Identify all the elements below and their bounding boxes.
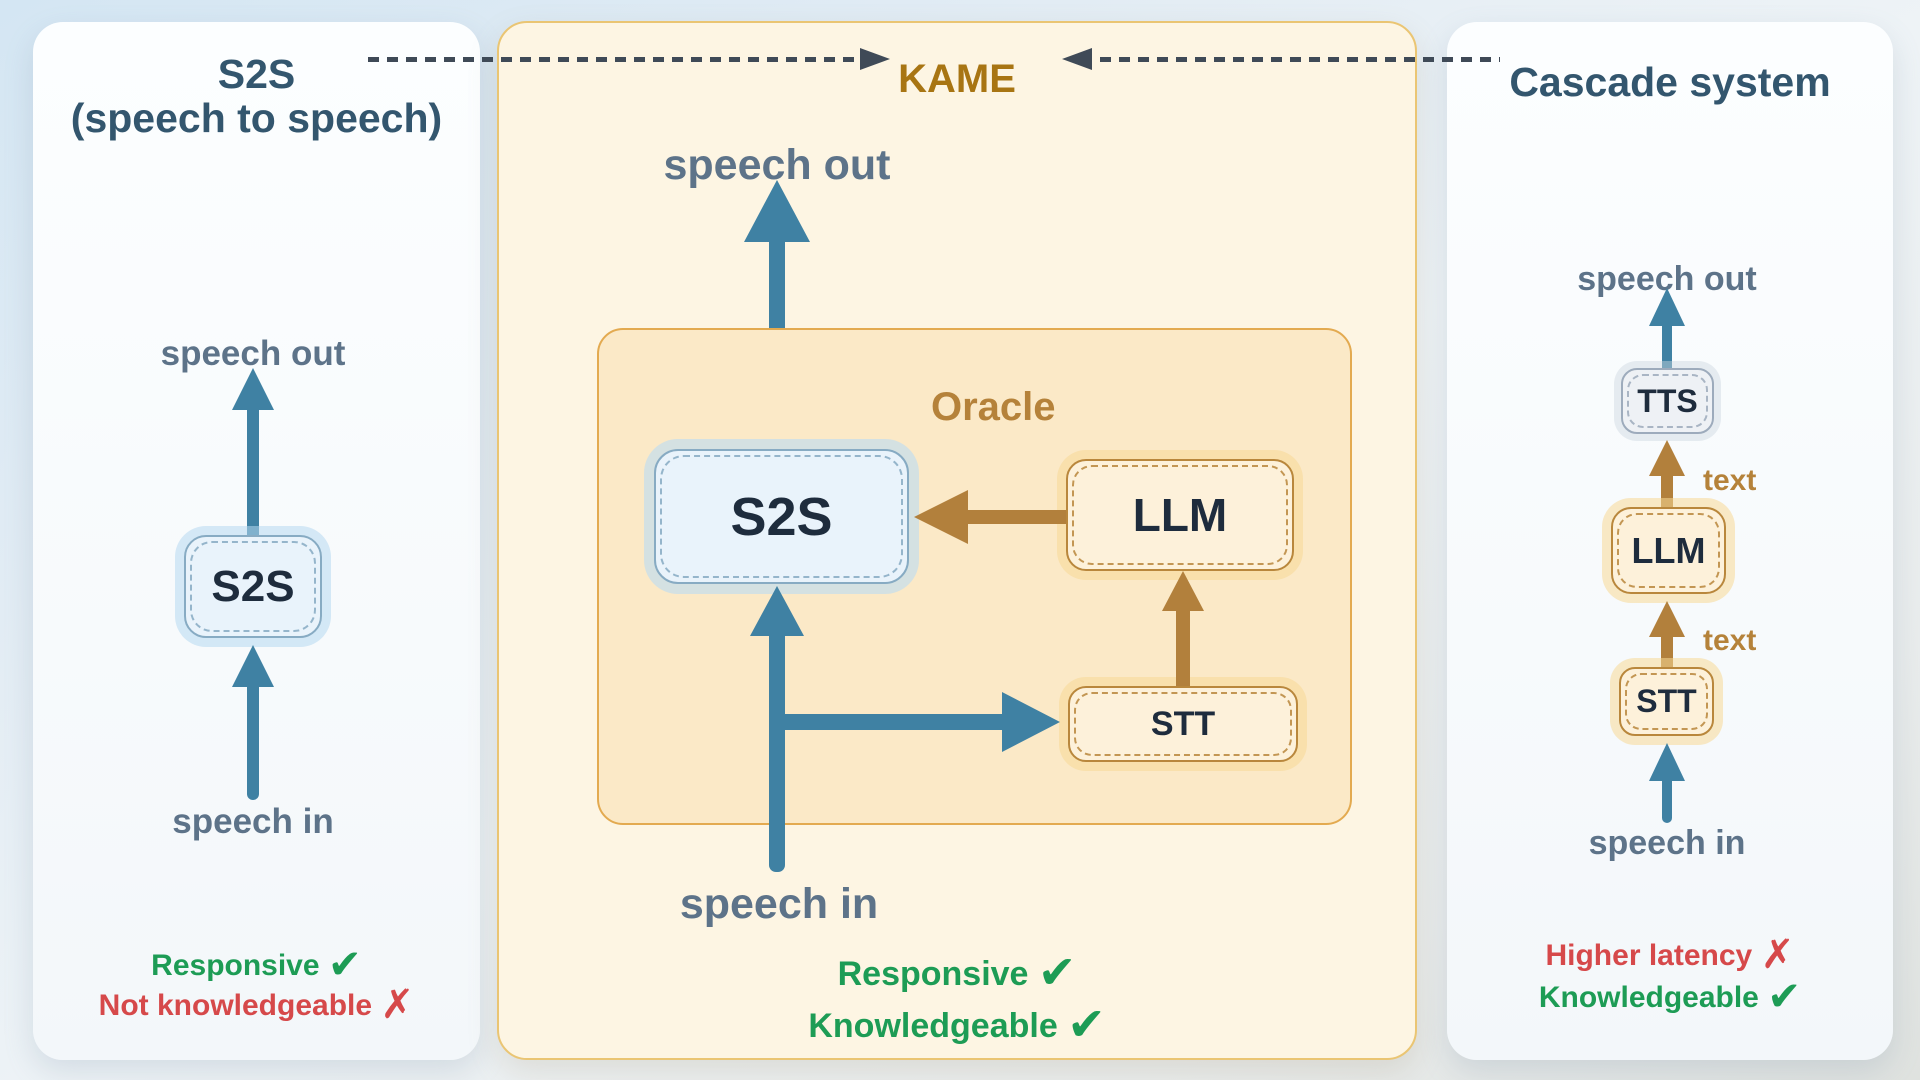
kame-title: KAME xyxy=(898,57,1016,101)
status-knowledgeable: Knowledgeable ✔ xyxy=(1538,973,1802,1019)
s2s-box-label: S2S xyxy=(211,561,295,611)
s2s-box-label: S2S xyxy=(730,486,833,547)
up-arrow-icon xyxy=(1649,743,1685,781)
arrow-shaft xyxy=(769,634,785,872)
up-arrow-icon xyxy=(1649,288,1685,326)
tts-box-label: TTS xyxy=(1637,382,1698,419)
up-arrow-icon xyxy=(1649,440,1685,476)
text-label-upper: text xyxy=(1703,464,1757,497)
llm-box: LLM xyxy=(1611,507,1726,594)
arrow-shaft xyxy=(1661,474,1673,507)
tts-box: TTS xyxy=(1621,368,1714,434)
dash-arrowhead-left-icon xyxy=(1062,48,1092,70)
panel-s2s-title-line1: S2S xyxy=(217,51,296,97)
up-arrow-icon xyxy=(1162,571,1204,611)
dashed-connector-right xyxy=(1100,57,1500,62)
arrow-shaft xyxy=(769,714,1002,730)
panel-cascade: Cascade system speech out TTS text LLM t… xyxy=(1447,22,1893,1060)
speech-in-label: speech in xyxy=(1588,824,1746,862)
llm-box: LLM xyxy=(1066,459,1294,571)
speech-in-label: speech in xyxy=(679,880,879,928)
s2s-box: S2S xyxy=(654,449,909,584)
panel-s2s: S2S (speech to speech) speech out S2S sp… xyxy=(33,22,480,1060)
check-icon: ✔ xyxy=(1067,998,1106,1050)
oracle-box: Oracle S2S LLM STT xyxy=(597,328,1352,825)
panel-s2s-title-line2: (speech to speech) xyxy=(70,95,443,141)
status-responsive: Responsive ✔ xyxy=(151,941,362,987)
left-arrow-icon xyxy=(914,490,968,544)
dash-arrowhead-right-icon xyxy=(860,48,890,70)
s2s-box: S2S xyxy=(184,535,322,638)
text-label-lower: text xyxy=(1703,624,1757,657)
arrow-shaft xyxy=(1176,609,1190,686)
panel-cascade-title: Cascade system xyxy=(1509,59,1831,105)
arrow-shaft xyxy=(247,685,259,800)
llm-box-label: LLM xyxy=(1631,529,1706,571)
llm-box-label: LLM xyxy=(1132,489,1228,541)
stt-box-label: STT xyxy=(1150,704,1216,743)
status-not-knowledgeable: Not knowledgeable ✗ xyxy=(98,981,415,1027)
up-arrow-icon xyxy=(744,180,810,242)
check-icon: ✔ xyxy=(1037,946,1077,998)
speech-out-label: speech out xyxy=(160,334,346,373)
status-higher-latency: Higher latency ✗ xyxy=(1545,931,1795,977)
arrow-shaft xyxy=(1661,635,1673,667)
status-knowledgeable: Knowledgeable ✔ xyxy=(808,998,1106,1050)
panel-kame: KAME speech out Oracle S2S LLM STT xyxy=(497,21,1417,1060)
stt-box: STT xyxy=(1068,686,1298,762)
up-arrow-icon xyxy=(750,586,804,636)
up-arrow-icon xyxy=(1649,601,1685,637)
stt-box: STT xyxy=(1619,667,1714,736)
arrow-shaft xyxy=(1662,779,1672,823)
arrow-shaft xyxy=(966,510,1066,524)
cross-icon: ✗ xyxy=(380,981,415,1027)
right-arrow-icon xyxy=(1002,692,1060,752)
arrow-shaft xyxy=(247,408,259,535)
stt-box-label: STT xyxy=(1636,683,1697,719)
arrow-shaft xyxy=(1662,324,1672,368)
check-icon: ✔ xyxy=(327,941,362,987)
cross-icon: ✗ xyxy=(1760,931,1795,977)
oracle-label: Oracle xyxy=(931,385,1056,429)
speech-in-label: speech in xyxy=(172,802,334,841)
up-arrow-icon xyxy=(232,645,274,687)
dashed-connector-left xyxy=(368,57,860,62)
status-responsive: Responsive ✔ xyxy=(837,946,1077,998)
up-arrow-icon xyxy=(232,368,274,410)
check-icon: ✔ xyxy=(1767,973,1802,1019)
panel-s2s-title: S2S (speech to speech) xyxy=(33,52,480,140)
